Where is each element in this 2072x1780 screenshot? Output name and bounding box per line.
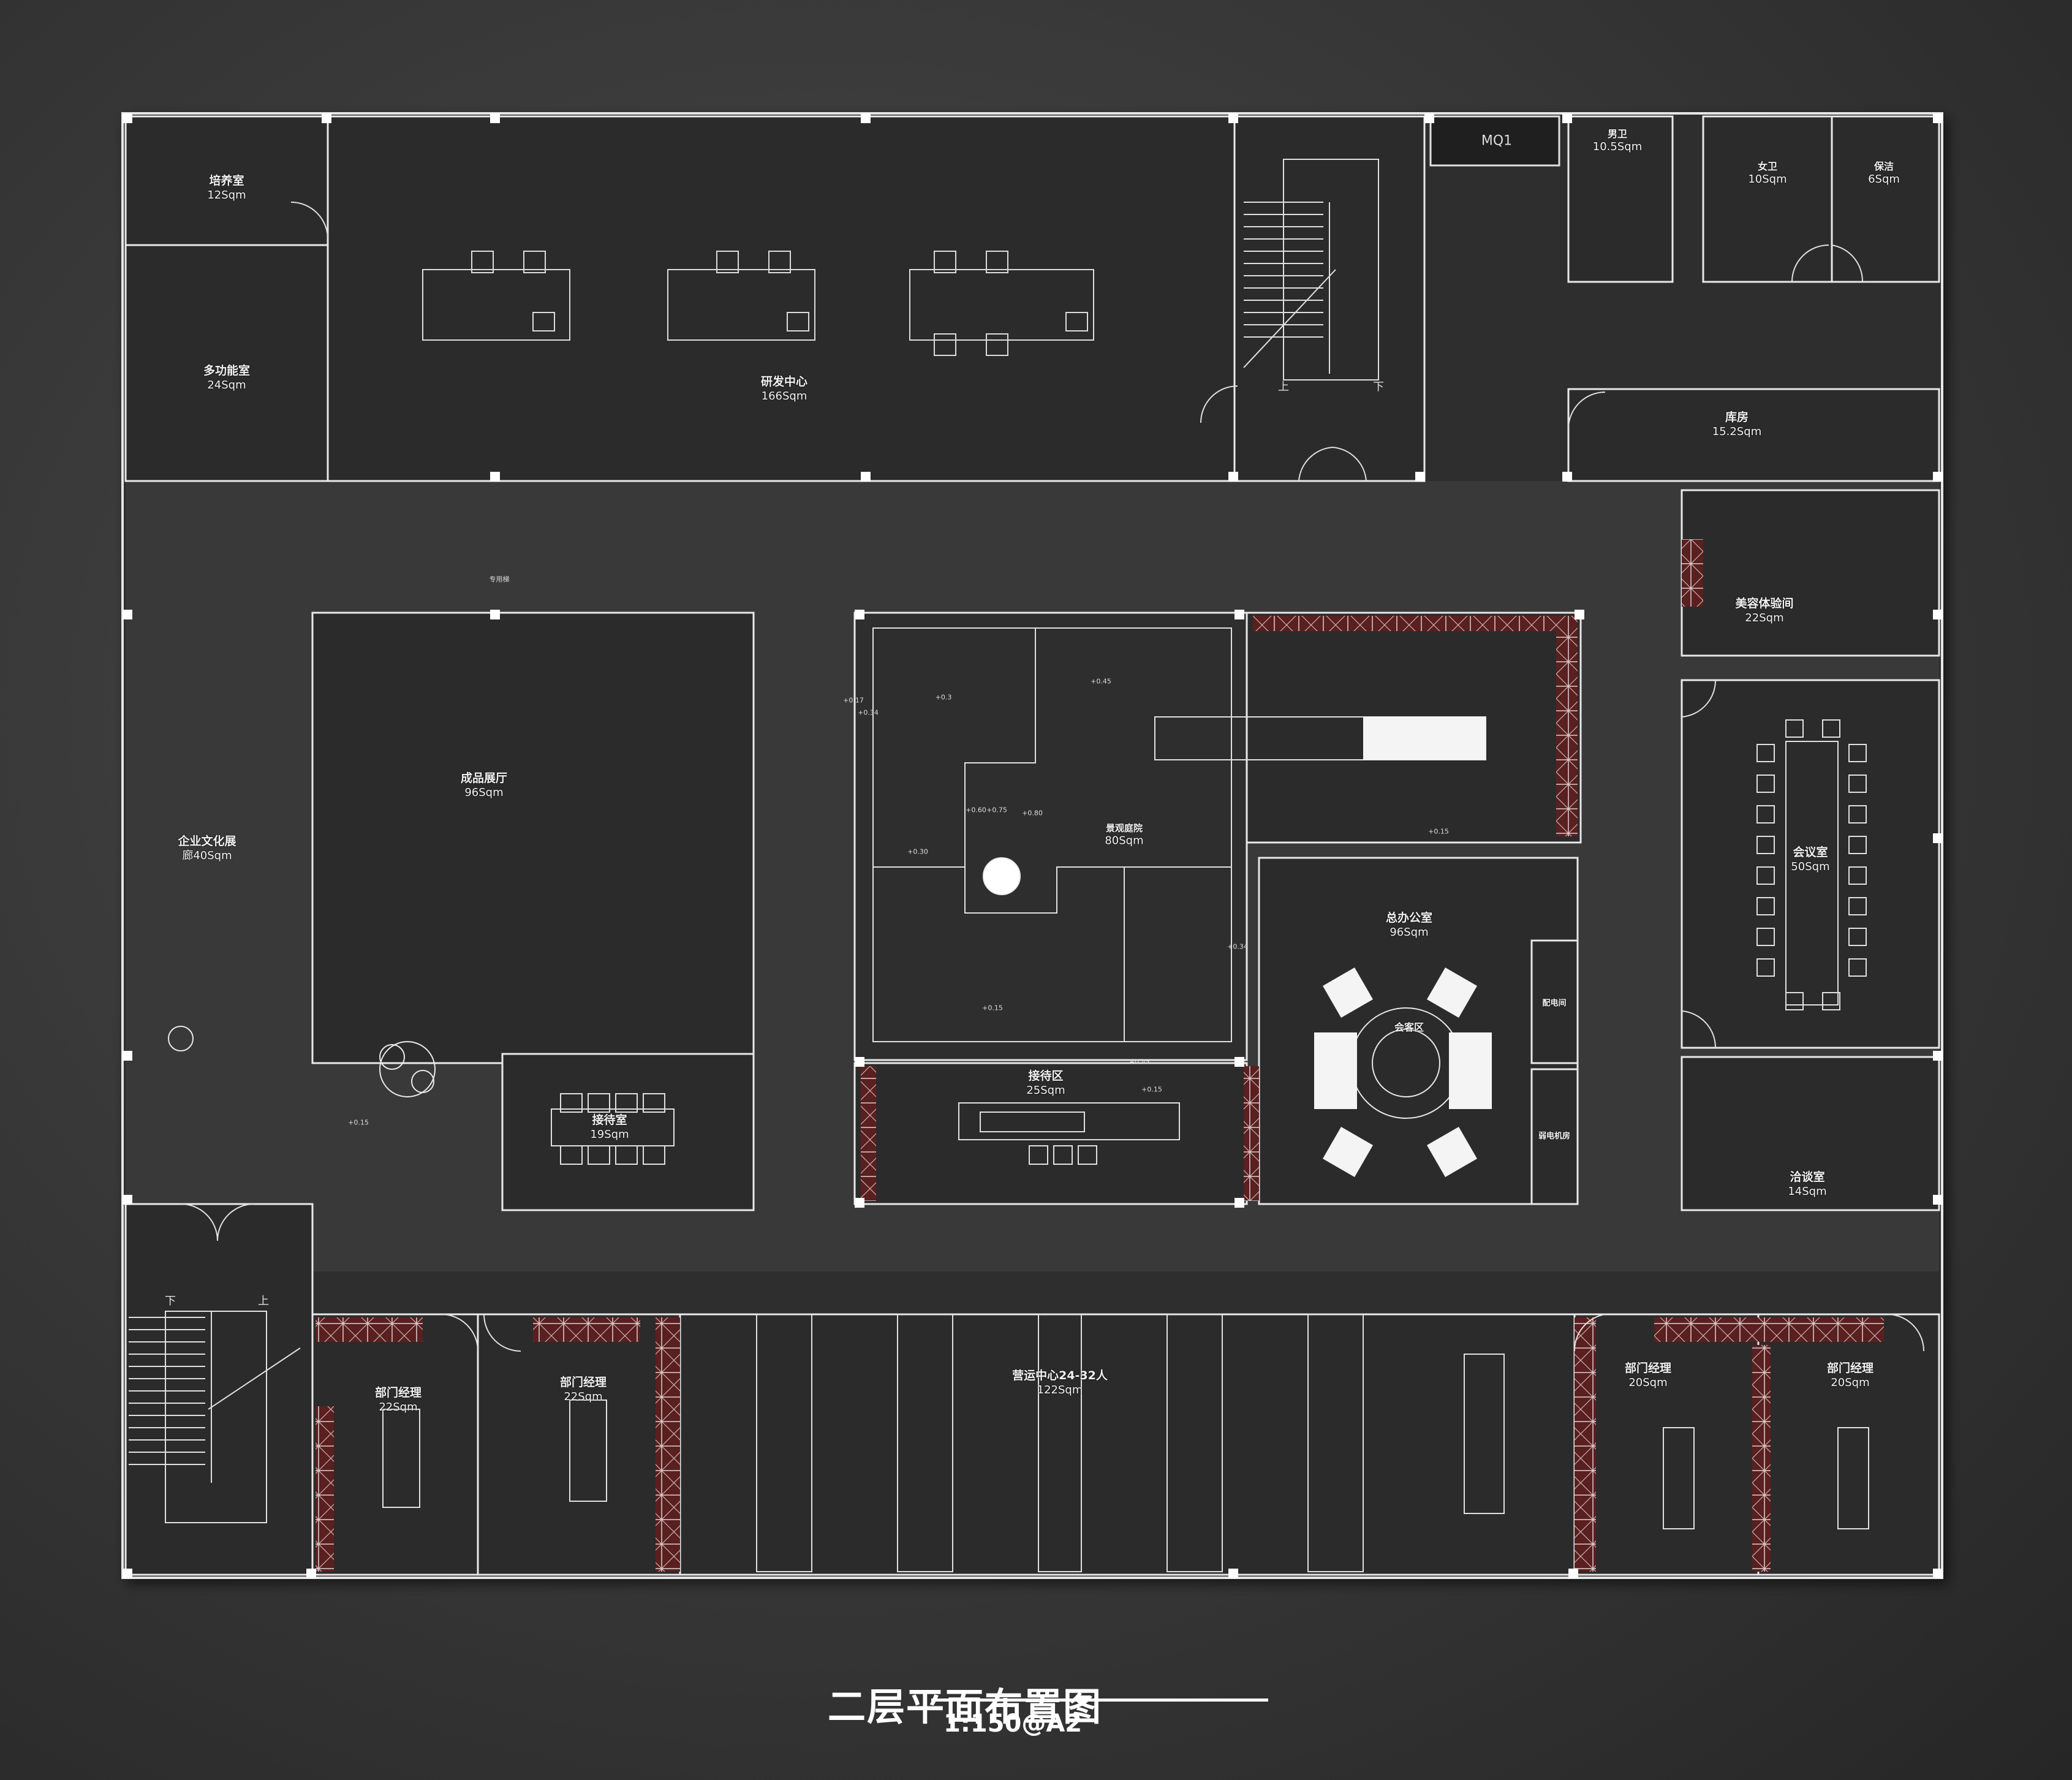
- room-mgr-3: [1573, 1313, 1760, 1576]
- room-blocks: [124, 115, 1940, 1576]
- lower-corridor: [126, 1204, 1939, 1271]
- stair-bottom: [129, 1311, 301, 1523]
- level-mark: +0.3: [935, 693, 952, 702]
- manager-desks: [382, 1399, 1869, 1529]
- room-electric: [1530, 939, 1579, 1064]
- ops-workstations: [756, 1314, 1505, 1572]
- stair-down-top: 下: [1373, 381, 1384, 393]
- level-mark: +0.75: [986, 806, 1007, 814]
- structural-columns: [123, 113, 1943, 1578]
- room-negotiation: [1681, 1056, 1940, 1211]
- gm-furniture: [1154, 716, 1492, 1177]
- level-mark: +0.60: [966, 806, 986, 814]
- room-reception-area: [853, 1062, 1248, 1205]
- courtyard-zoning: [872, 627, 1232, 1042]
- drawing-scale: 1:150@A2: [943, 1710, 1083, 1738]
- level-mark: +0.34: [858, 708, 879, 717]
- level-mark: +0.15: [982, 1004, 1003, 1012]
- room-weak-electric: [1530, 1068, 1579, 1205]
- room-beauty: [1681, 489, 1940, 657]
- door-code-mq1: MQ1: [1481, 133, 1513, 149]
- reception-counter: [958, 1102, 1180, 1165]
- room-storage: [1567, 388, 1940, 482]
- level-mark: +0.15: [1141, 1085, 1162, 1094]
- label-weak-electric: 弱电机房: [1538, 1131, 1571, 1141]
- stair-down-bottom: 下: [165, 1295, 176, 1308]
- stair-up-bottom: 上: [258, 1295, 269, 1308]
- stair-up-top: 上: [1278, 381, 1289, 393]
- room-reception-room: [501, 1053, 755, 1211]
- level-mark: +0.45: [1091, 677, 1111, 686]
- level-mark: +0.80: [1022, 809, 1043, 817]
- room-mgr-1: [311, 1313, 479, 1576]
- room-mgr-2: [477, 1313, 681, 1576]
- drawing-title: 二层平面布置图: [827, 1684, 1103, 1729]
- level-mark: +0.30: [907, 847, 928, 856]
- room-stair-bottom: [124, 1203, 314, 1576]
- level-mark: +0.15: [1428, 827, 1449, 836]
- level-mark: +0.34: [1227, 942, 1248, 951]
- level-mark: +0.17: [843, 696, 864, 705]
- room-rnd: [327, 115, 1236, 482]
- room-multifunction: [124, 244, 329, 482]
- door-mq1: [1429, 115, 1560, 167]
- title-underline: [931, 1699, 1268, 1702]
- room-cleaning: [1831, 115, 1940, 283]
- room-showroom: [311, 612, 755, 1064]
- doors: [180, 202, 1924, 1352]
- room-ops: [679, 1313, 1576, 1576]
- room-gm-office: [1258, 857, 1579, 1205]
- meeting-table: [1756, 719, 1867, 1010]
- note-private-elevator: 专用梯: [489, 575, 510, 583]
- label-culture: 企业文化展廊40Sqm: [178, 834, 236, 862]
- room-male-wc: [1567, 115, 1674, 283]
- stair-top: [1243, 159, 1379, 381]
- label-electric: 配电间: [1542, 998, 1567, 1008]
- reception-room-table: [551, 1093, 675, 1165]
- room-training: [124, 115, 329, 246]
- planters: [168, 857, 1021, 1097]
- room-female-wc: [1702, 115, 1833, 283]
- room-courtyard: [853, 612, 1248, 1061]
- level-mark: +0.45: [1129, 1058, 1150, 1066]
- built-in-cabinets: [316, 539, 1884, 1572]
- room-mgr-4: [1757, 1313, 1940, 1576]
- rnd-workstations: [422, 251, 1094, 356]
- level-mark: +0.15: [348, 1118, 369, 1127]
- label-lounge: 会客区: [1394, 1021, 1424, 1033]
